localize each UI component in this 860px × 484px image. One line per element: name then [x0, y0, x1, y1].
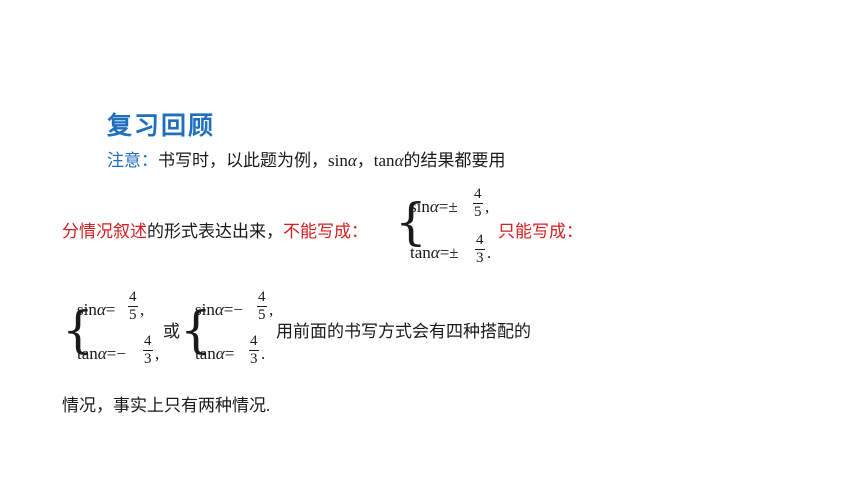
- tan-word: tan: [373, 151, 395, 170]
- comma: ，: [356, 151, 374, 170]
- numerator: 4: [249, 333, 259, 351]
- sin-word: sin: [410, 197, 430, 216]
- alpha-symbol: α: [97, 344, 107, 363]
- alpha-symbol: α: [215, 344, 225, 363]
- numerator: 4: [128, 289, 138, 307]
- note-text-b: 的结果都要用: [403, 151, 506, 170]
- alpha-symbol: α: [430, 243, 440, 262]
- punctuation: .: [487, 243, 492, 262]
- tan-word: tan: [195, 344, 216, 363]
- or-word: 或: [163, 322, 180, 341]
- alpha-symbol: α: [429, 197, 439, 216]
- operator: =: [105, 300, 116, 319]
- tan-word: tan: [410, 243, 431, 262]
- note-label: 注意：: [107, 151, 158, 170]
- denominator: 3: [144, 351, 152, 367]
- para2-red-c: 只能写成：: [498, 222, 583, 241]
- punctuation: ,: [155, 344, 160, 363]
- para3-tail: 用前面的书写方式会有四种搭配的: [276, 322, 531, 341]
- punctuation: ,: [140, 300, 145, 319]
- para2-red-b: 不能写成：: [283, 222, 368, 241]
- operator: =±: [438, 197, 458, 216]
- punctuation: .: [261, 344, 266, 363]
- alpha-symbol: α: [347, 151, 357, 170]
- alpha-symbol: α: [96, 300, 106, 319]
- numerator: 4: [257, 289, 267, 307]
- operator: =−: [106, 344, 126, 363]
- denominator: 5: [474, 204, 482, 220]
- left-brace: {: [62, 301, 94, 359]
- numerator: 4: [473, 186, 483, 204]
- denominator: 3: [250, 351, 258, 367]
- denominator: 5: [258, 307, 266, 323]
- para4-line: 情况，事实上只有两种情况.: [62, 396, 271, 415]
- operator: =: [224, 344, 235, 363]
- para2-black-a: 的形式表达出来，: [147, 222, 283, 241]
- sin-word: sin: [195, 300, 215, 319]
- alpha-symbol: α: [214, 300, 224, 319]
- left-brace: {: [180, 301, 212, 359]
- equation-sin: sinα=−: [195, 300, 243, 320]
- operator: =−: [223, 300, 243, 319]
- para2-line: 分情况叙述的形式表达出来，不能写成：: [62, 221, 368, 243]
- sin-word: sin: [77, 300, 97, 319]
- equation-tan: tanα=: [195, 344, 234, 364]
- equation-sin: sinα=±: [410, 197, 458, 217]
- equation-tan: tanα=−: [77, 344, 126, 364]
- sin-word: sin: [328, 151, 348, 170]
- operator: =±: [439, 243, 459, 262]
- equation-tan: tanα=±: [410, 243, 459, 263]
- numerator: 4: [143, 333, 153, 351]
- denominator: 3: [476, 250, 484, 266]
- equation-sin: sinα=: [77, 300, 115, 320]
- tan-word: tan: [77, 344, 98, 363]
- note-line: 注意：书写时，以此题为例，sinα，tanα的结果都要用: [107, 150, 506, 172]
- page-title: 复习回顾: [107, 112, 216, 140]
- denominator: 5: [129, 307, 137, 323]
- note-text-a: 书写时，以此题为例，: [158, 151, 328, 170]
- para2-red-a: 分情况叙述: [62, 222, 147, 241]
- left-brace: {: [395, 193, 427, 251]
- alpha-symbol: α: [394, 151, 404, 170]
- punctuation: ,: [269, 300, 274, 319]
- numerator: 4: [475, 232, 485, 250]
- punctuation: ,: [485, 197, 490, 216]
